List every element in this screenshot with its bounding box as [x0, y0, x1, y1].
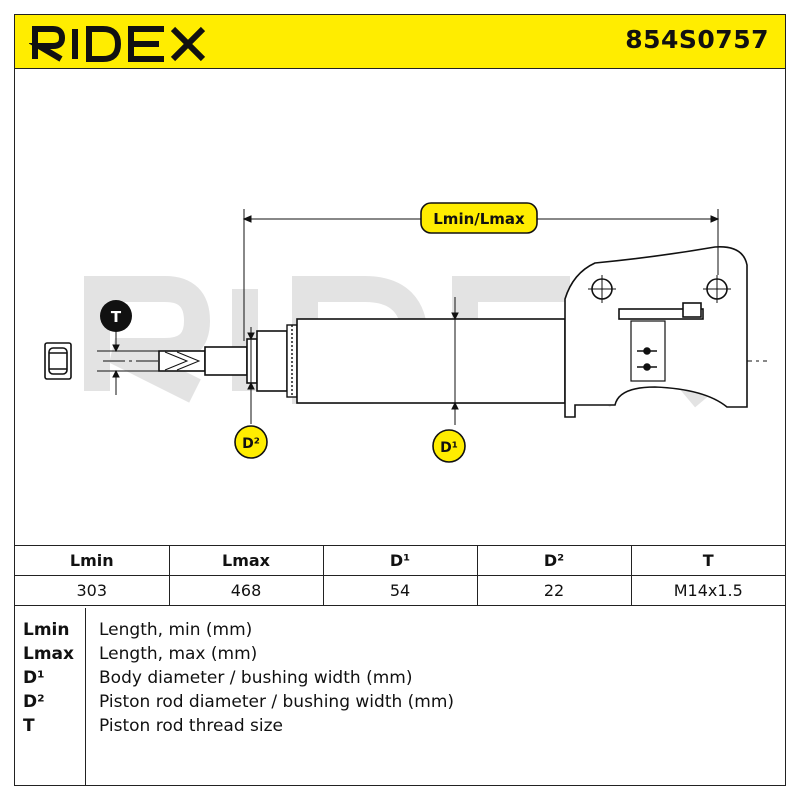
- spec-header-lmin: Lmin: [15, 545, 170, 576]
- length-label-text: Lmin/Lmax: [433, 210, 525, 228]
- rod-diameter-dimension: [247, 327, 255, 424]
- body-diameter-dimension: [451, 297, 459, 425]
- spec-header-d2: D²: [476, 545, 632, 576]
- seal-ring: [286, 324, 298, 398]
- spec-value-t: M14x1.5: [630, 575, 785, 606]
- spec-header-t: T: [630, 545, 785, 576]
- spec-table-header-row: Lmin Lmax D¹ D² T: [15, 545, 785, 576]
- mounting-bracket: [564, 246, 748, 418]
- legend-item: Lmin Length, min (mm): [15, 620, 785, 644]
- spec-value-lmax: 468: [168, 575, 324, 606]
- legend-desc: Length, min (mm): [99, 620, 253, 640]
- spec-table: Lmin Lmax D¹ D² T 303 468 54 22 M14x1.5: [15, 545, 785, 606]
- legend-item: Lmax Length, max (mm): [15, 644, 785, 668]
- legend-item: D² Piston rod diameter / bushing width (…: [15, 692, 785, 716]
- spec-value-d2: 22: [476, 575, 632, 606]
- thread-label: T: [100, 300, 132, 332]
- spec-header-d1: D¹: [322, 545, 478, 576]
- rod-diameter-label-text: D²: [242, 436, 260, 452]
- legend-desc: Length, max (mm): [99, 644, 258, 664]
- ridex-logo: [29, 26, 206, 62]
- product-sheet: 854S0757: [14, 14, 786, 786]
- body-diameter-label: D¹: [432, 429, 466, 463]
- shock-absorber-drawing: Lmin/Lmax T D² D¹: [44, 202, 767, 463]
- legend: Lmin Length, min (mm) Lmax Length, max (…: [15, 608, 785, 786]
- header-bar: 854S0757: [15, 15, 785, 69]
- part-number: 854S0757: [625, 25, 769, 54]
- spec-value-lmin: 303: [15, 575, 170, 606]
- legend-key: D²: [23, 692, 45, 712]
- legend-key: Lmin: [23, 620, 70, 640]
- spec-table-value-row: 303 468 54 22 M14x1.5: [15, 575, 785, 606]
- spec-header-lmax: Lmax: [168, 545, 324, 576]
- legend-key: Lmax: [23, 644, 74, 664]
- thread-label-text: T: [111, 308, 122, 326]
- length-label: Lmin/Lmax: [420, 202, 538, 234]
- legend-item: D¹ Body diameter / bushing width (mm): [15, 668, 785, 692]
- rod-diameter-label: D²: [234, 425, 268, 459]
- spec-value-d1: 54: [322, 575, 478, 606]
- legend-desc: Piston rod diameter / bushing width (mm): [99, 692, 455, 712]
- nut-drawing: [44, 342, 72, 380]
- legend-divider: [85, 608, 86, 786]
- legend-item: T Piston rod thread size: [15, 716, 785, 740]
- body-diameter-label-text: D¹: [440, 440, 458, 456]
- legend-key: T: [23, 716, 35, 736]
- legend-desc: Body diameter / bushing width (mm): [99, 668, 413, 688]
- legend-key: D¹: [23, 668, 45, 688]
- legend-desc: Piston rod thread size: [99, 716, 284, 736]
- thread-dimension: [97, 327, 159, 395]
- body-tube: [296, 318, 566, 404]
